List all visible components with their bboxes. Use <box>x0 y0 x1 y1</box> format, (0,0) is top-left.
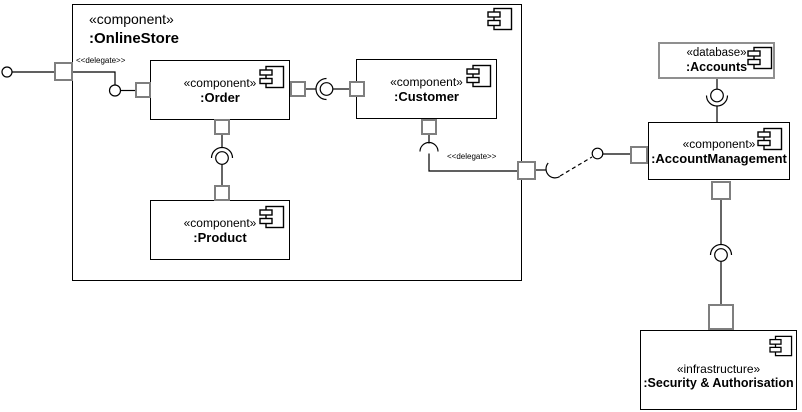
accountmanagement-top-socket-arc <box>705 95 729 107</box>
accountmanagement-stereotype: «component» <box>682 136 756 151</box>
accountmanagement-name: :AccountManagement <box>651 150 787 166</box>
order-bottom-port[interactable] <box>214 119 230 135</box>
left-exposed-interface-ball <box>1 66 13 78</box>
delegate-label-left: <<delegate>> <box>76 56 126 65</box>
component-icon <box>259 65 285 89</box>
delegate-label-right: <<delegate>> <box>447 152 497 161</box>
product-name: :Product <box>193 229 247 245</box>
onlinestore-right-port[interactable] <box>517 161 536 180</box>
database-accounts[interactable]: «database» :Accounts <box>658 42 775 79</box>
security-top-port[interactable] <box>708 304 734 330</box>
accountmanagement-bottom-port[interactable] <box>711 181 731 200</box>
onlinestore-required-socket-arc <box>545 162 561 179</box>
accounts-name: :Accounts <box>685 60 748 74</box>
accountmanagement-provided-ball <box>591 147 604 160</box>
onlinestore-stereotype: «component» <box>89 11 174 27</box>
onlinestore-title: «component» :OnlineStore <box>89 10 179 48</box>
accountmanagement-security-socket-arc <box>709 243 733 256</box>
security-stereotype: «infrastructure» <box>676 361 761 376</box>
onlinestore-left-port[interactable] <box>54 62 73 81</box>
accountmanagement-left-port[interactable] <box>630 146 648 164</box>
component-icon <box>259 205 285 229</box>
customer-left-port[interactable] <box>349 81 365 97</box>
accounts-interface-ball <box>710 88 724 103</box>
dependency-dashed-line[interactable] <box>559 156 593 177</box>
customer-bottom-port[interactable] <box>421 119 437 135</box>
component-icon <box>487 7 513 31</box>
component-icon <box>769 335 793 357</box>
accounts-stereotype: «database» <box>686 47 747 59</box>
security-name: :Security & Authorisation <box>643 375 794 390</box>
component-icon <box>466 64 492 88</box>
product-stereotype: «component» <box>183 215 257 230</box>
component-icon <box>747 46 773 70</box>
onlinestore-name: :OnlineStore <box>89 30 180 47</box>
infrastructure-security[interactable]: «infrastructure» :Security & Authorisati… <box>640 330 797 410</box>
order-left-port[interactable] <box>135 82 151 98</box>
component-onlinestore[interactable]: «component» :OnlineStore <box>72 4 522 281</box>
component-icon <box>757 127 783 151</box>
order-right-port[interactable] <box>290 81 306 97</box>
order-name: :Order <box>200 89 240 105</box>
security-interface-ball <box>714 248 728 262</box>
customer-name: :Customer <box>393 88 459 104</box>
order-stereotype: «component» <box>183 75 257 90</box>
customer-stereotype: «component» <box>390 74 463 89</box>
product-top-port[interactable] <box>214 185 230 201</box>
